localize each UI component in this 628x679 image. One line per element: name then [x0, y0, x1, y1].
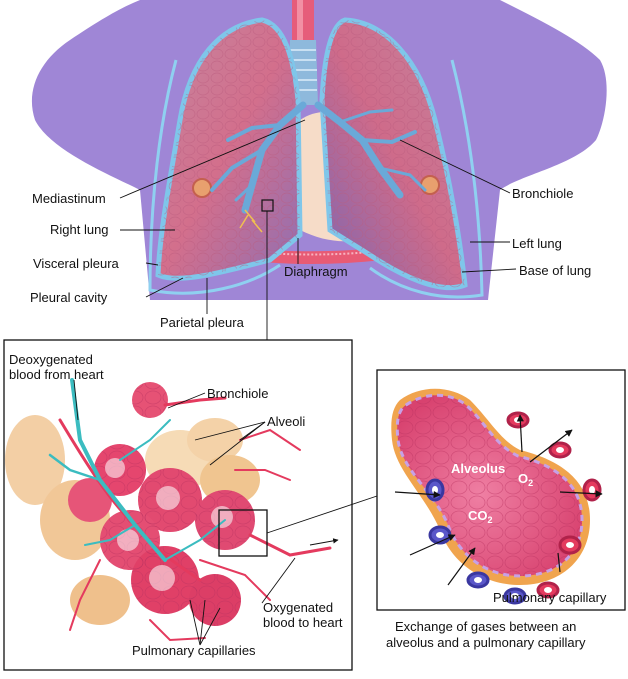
- alveoli-panel-leaders: [73, 379, 381, 646]
- label-pulmonary-capillary: Pulmonary capillary: [493, 590, 607, 605]
- label-mediastinum: Mediastinum: [32, 191, 106, 206]
- left-lung: [319, 17, 468, 291]
- right-lung: [155, 17, 303, 281]
- top-leader-lines: [119, 119, 517, 340]
- gas-arrows: [394, 414, 603, 586]
- label-o2: O2: [518, 471, 533, 488]
- label-left-lung: Left lung: [512, 236, 562, 251]
- caption-line-1: Exchange of gases between an: [395, 619, 577, 634]
- label-right-lung: Right lung: [50, 222, 109, 237]
- label-pulmonary-capillaries: Pulmonary capillaries: [132, 643, 256, 658]
- bronchial-tree: [210, 101, 427, 214]
- co2-symbol: CO: [468, 508, 488, 523]
- alveolus-detail: [391, 388, 590, 585]
- bronchiole-detail: [239, 199, 274, 233]
- label-oxygenated-blood: Oxygenated blood to heart: [263, 600, 343, 630]
- o2-symbol: O: [518, 471, 529, 486]
- label-bronchiole-panel: Bronchiole: [207, 386, 269, 401]
- pleura-outline: [148, 59, 484, 299]
- label-visceral-pleura: Visceral pleura: [33, 256, 119, 271]
- label-bronchiole-top: Bronchiole: [512, 186, 574, 201]
- label-deoxygenated-blood: Deoxygenated blood from heart: [9, 352, 104, 382]
- label-alveolus: Alveolus: [451, 461, 506, 476]
- label-alveoli: Alveoli: [267, 414, 306, 429]
- label-pleural-cavity: Pleural cavity: [30, 290, 108, 305]
- label-base-of-lung: Base of lung: [519, 263, 592, 278]
- zoom-box-lung: [261, 199, 274, 212]
- caption-line-2: alveolus and a pulmonary capillary: [386, 635, 586, 650]
- co2-subscript: 2: [487, 515, 493, 525]
- label-co2: CO2: [468, 508, 493, 525]
- blue-vessels: [48, 378, 226, 562]
- o2-subscript: 2: [528, 478, 534, 488]
- alveoli-cluster: [5, 382, 260, 626]
- label-diaphragm: Diaphragm: [284, 264, 348, 279]
- capillary-network: [58, 396, 332, 642]
- label-parietal-pleura: Parietal pleura: [160, 315, 244, 330]
